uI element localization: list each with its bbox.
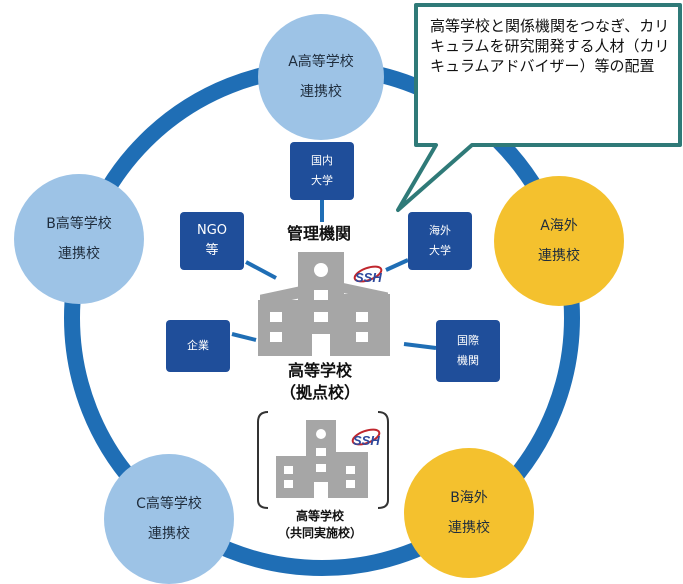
node-ngo-line2: 等 bbox=[205, 243, 219, 258]
connector-ngo bbox=[245, 260, 277, 280]
node-company: 企業 bbox=[166, 320, 230, 372]
school-c-role: 連携校 bbox=[148, 526, 190, 542]
hub-school-label: 高等学校 （拠点校） bbox=[250, 360, 390, 404]
school-a-name: A高等学校 bbox=[288, 54, 354, 70]
management-label: 管理機関 bbox=[286, 224, 351, 243]
connector-company bbox=[231, 332, 257, 342]
overseas-a-name: A海外 bbox=[540, 218, 578, 234]
node-domestic-univ-line2: 大学 bbox=[311, 174, 333, 187]
node-company-line1: 企業 bbox=[187, 339, 209, 352]
school-a-role: 連携校 bbox=[300, 84, 342, 100]
node-ngo: NGO 等 bbox=[180, 212, 244, 270]
school-b-circle: B高等学校 連携校 bbox=[14, 174, 144, 304]
connector-intl-org bbox=[403, 342, 437, 350]
joint-school-bracket bbox=[257, 411, 389, 509]
ssh-logo-hub: SSH bbox=[353, 265, 382, 285]
school-a-circle: A高等学校 連携校 bbox=[258, 14, 384, 140]
connector-overseas-univ bbox=[385, 258, 409, 272]
node-overseas-univ-line2: 大学 bbox=[429, 244, 451, 257]
hub-school-building bbox=[258, 252, 390, 356]
school-c-name: C高等学校 bbox=[136, 496, 202, 512]
joint-school-label: 高等学校 （共同実施校） bbox=[250, 508, 390, 542]
overseas-b-circle: B海外 連携校 bbox=[404, 448, 534, 578]
school-b-role: 連携校 bbox=[58, 246, 100, 262]
node-domestic-univ-line1: 国内 bbox=[311, 154, 333, 167]
joint-school-name: 高等学校 bbox=[295, 509, 344, 523]
school-c-circle: C高等学校 連携校 bbox=[104, 454, 234, 584]
overseas-b-role: 連携校 bbox=[448, 520, 490, 536]
hub-school-role: （拠点校） bbox=[279, 383, 360, 402]
hub-school-name: 高等学校 bbox=[287, 361, 352, 380]
node-ngo-line1: NGO bbox=[196, 223, 228, 238]
callout-text: 高等学校と関係機関をつなぎ、カリキュラムを研究開発する人材（カリキュラムアドバイ… bbox=[430, 17, 670, 75]
node-intl-org: 国際 機関 bbox=[436, 320, 500, 382]
ssh-logo-joint: SSH bbox=[351, 428, 380, 448]
overseas-b-name: B海外 bbox=[450, 490, 488, 506]
node-intl-org-line2: 機関 bbox=[457, 354, 479, 367]
joint-school-role: （共同実施校） bbox=[277, 526, 362, 540]
node-overseas-univ-line1: 海外 bbox=[429, 224, 451, 237]
node-overseas-univ: 海外 大学 bbox=[408, 212, 472, 270]
ssh-logo-hub-text: SSH bbox=[355, 270, 382, 285]
ssh-logo-joint-text: SSH bbox=[353, 433, 380, 448]
callout-box bbox=[396, 3, 682, 212]
joint-school-building bbox=[276, 420, 368, 498]
node-intl-org-line1: 国際 bbox=[457, 334, 479, 347]
node-domestic-univ: 国内 大学 bbox=[290, 142, 354, 200]
overseas-a-circle: A海外 連携校 bbox=[494, 176, 624, 306]
school-b-name: B高等学校 bbox=[46, 216, 112, 232]
overseas-a-role: 連携校 bbox=[538, 248, 580, 264]
